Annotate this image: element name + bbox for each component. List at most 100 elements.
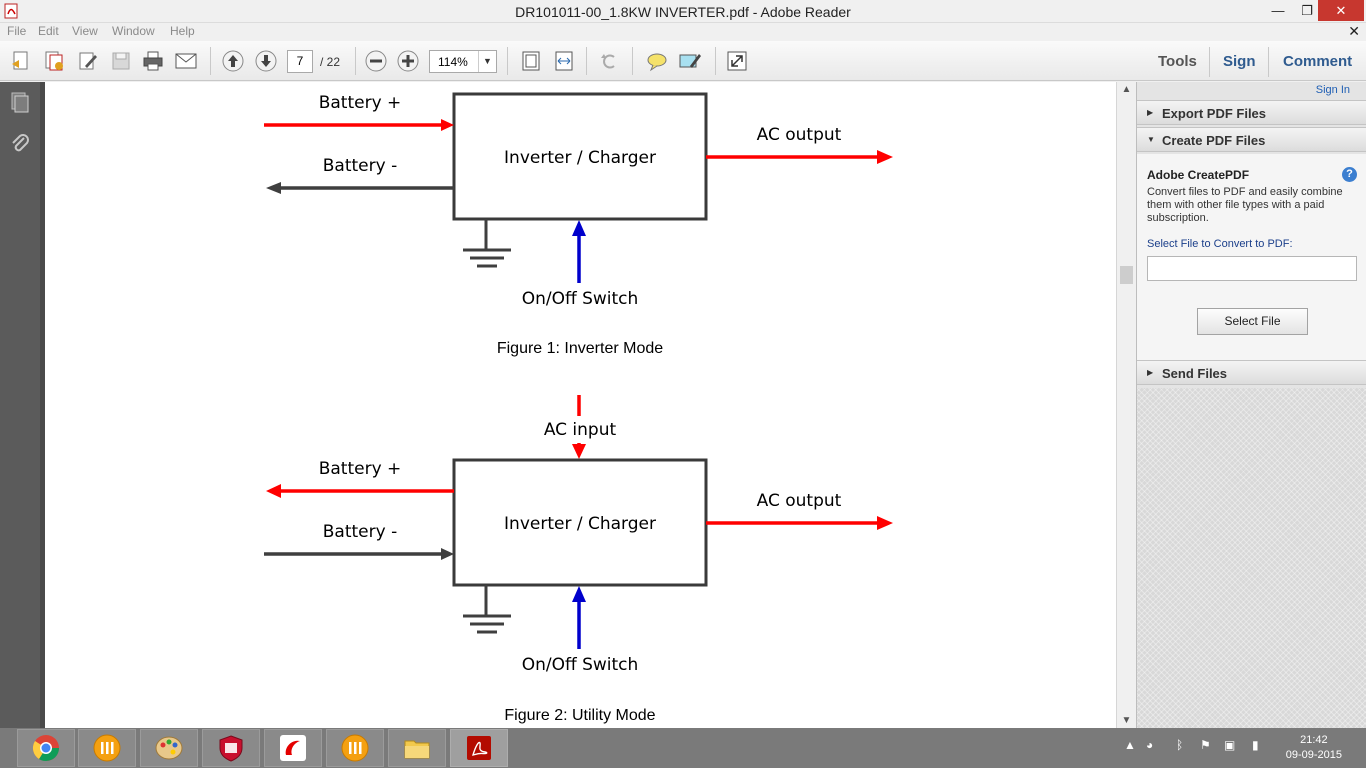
battery-plus-label: Battery + xyxy=(319,93,402,113)
page-thumbnails-icon[interactable] xyxy=(8,90,32,114)
send-files-label: Send Files xyxy=(1162,366,1228,381)
combine-files-icon[interactable] xyxy=(41,49,67,73)
menu-bar: File Edit View Window Help ✕ xyxy=(0,23,1366,41)
highlight-text-icon[interactable] xyxy=(677,49,703,73)
create-pdf-label: Create PDF Files xyxy=(1162,133,1266,148)
figure-1-caption: Figure 1: Inverter Mode xyxy=(497,340,663,357)
previous-page-icon[interactable] xyxy=(220,49,246,73)
switch-label-2: On/Off Switch xyxy=(522,655,639,675)
network-icon[interactable]: ▣ xyxy=(1224,738,1236,752)
expand-triangle-icon: ▶ xyxy=(1147,368,1154,377)
tab-sign[interactable]: Sign xyxy=(1223,53,1256,70)
navigation-pane xyxy=(0,82,40,728)
chrome-taskbar-icon[interactable] xyxy=(17,729,75,767)
menu-view[interactable]: View xyxy=(72,24,98,38)
ac-output-label: AC output xyxy=(757,125,842,145)
security-taskbar-icon[interactable] xyxy=(202,729,260,767)
zoom-in-icon[interactable] xyxy=(395,49,421,73)
menu-window[interactable]: Window xyxy=(112,24,155,38)
paint-taskbar-icon[interactable] xyxy=(140,729,198,767)
menu-edit[interactable]: Edit xyxy=(38,24,59,38)
figure-2-caption: Figure 2: Utility Mode xyxy=(504,707,655,724)
zoom-level-select[interactable]: 114% ▼ xyxy=(429,50,497,73)
ac-output-label-2: AC output xyxy=(757,491,842,511)
send-files-section[interactable]: ▶ Send Files xyxy=(1137,360,1366,385)
box-label-2: Inverter / Charger xyxy=(504,514,656,534)
box-label: Inverter / Charger xyxy=(504,148,656,168)
fullscreen-icon[interactable] xyxy=(724,49,750,73)
edit-document-icon[interactable] xyxy=(75,49,101,73)
zoom-out-icon[interactable] xyxy=(363,49,389,73)
window-title: DR101011-00_1.8KW INVERTER.pdf - Adobe R… xyxy=(515,4,851,20)
help-icon[interactable]: ? xyxy=(1342,167,1357,182)
collapse-triangle-icon: ▼ xyxy=(1147,135,1155,144)
menu-file[interactable]: File xyxy=(7,24,27,38)
create-pdf-icon[interactable] xyxy=(8,49,34,73)
app-taskbar-icon-orange-2[interactable] xyxy=(326,729,384,767)
restore-button[interactable]: ❐ xyxy=(1301,3,1313,18)
sign-in-link[interactable]: Sign In xyxy=(1315,84,1350,96)
expand-triangle-icon: ▶ xyxy=(1147,108,1154,117)
airtel-taskbar-icon[interactable] xyxy=(264,729,322,767)
tools-pane: Sign In ▶ Export PDF Files ▼ Create PDF … xyxy=(1136,82,1366,728)
fit-width-icon[interactable] xyxy=(551,49,577,73)
adobe-reader-app-icon[interactable] xyxy=(4,3,19,19)
figure-2-utility-mode: AC input Inverter / Charger Battery + Ba… xyxy=(264,395,893,724)
system-clock[interactable]: 21:42 09-09-2015 xyxy=(1286,733,1342,763)
page-total: / 22 xyxy=(320,55,341,69)
paint-tray-icon[interactable]: ◕ xyxy=(1146,738,1154,752)
battery-minus-label-2: Battery - xyxy=(323,522,397,542)
clock-date: 09-09-2015 xyxy=(1285,749,1342,761)
vertical-scrollbar[interactable]: ▲ ▼ xyxy=(1116,82,1135,728)
ground-symbol xyxy=(463,219,511,268)
clock-time: 21:42 xyxy=(1300,734,1328,746)
app-taskbar-icon-orange[interactable] xyxy=(78,729,136,767)
export-pdf-section[interactable]: ▶ Export PDF Files xyxy=(1137,100,1366,125)
zoom-value: 114% xyxy=(438,55,468,69)
close-document-icon[interactable]: ✕ xyxy=(1348,23,1360,39)
file-explorer-taskbar-icon[interactable] xyxy=(388,729,446,767)
create-pdf-panel: Adobe CreatePDF ? Convert files to PDF a… xyxy=(1137,154,1366,361)
create-pdf-section[interactable]: ▼ Create PDF Files xyxy=(1137,127,1366,152)
attachments-paperclip-icon[interactable] xyxy=(8,132,32,156)
title-bar: DR101011-00_1.8KW INVERTER.pdf - Adobe R… xyxy=(0,0,1366,23)
action-center-flag-icon[interactable]: ⚑ xyxy=(1200,738,1211,752)
battery-minus-label: Battery - xyxy=(323,156,397,176)
document-page[interactable]: Inverter / Charger Battery + Battery - A… xyxy=(45,82,1116,728)
menu-help[interactable]: Help xyxy=(170,24,195,38)
scroll-down-icon[interactable]: ▼ xyxy=(1121,715,1132,726)
figure-1-inverter-mode: Inverter / Charger Battery + Battery - A… xyxy=(264,92,893,357)
chevron-down-icon[interactable]: ▼ xyxy=(478,51,496,72)
tab-tools[interactable]: Tools xyxy=(1158,53,1197,70)
close-window-button[interactable]: ✕ xyxy=(1318,0,1364,21)
bluetooth-icon[interactable]: ᛒ xyxy=(1176,738,1184,752)
rotate-icon[interactable] xyxy=(596,49,622,73)
toolbar: 7 / 22 114% ▼ Tools Sign Comment xyxy=(0,41,1366,81)
email-icon[interactable] xyxy=(173,49,199,73)
minimize-button[interactable]: — xyxy=(1271,3,1285,18)
inverter-diagrams: Inverter / Charger Battery + Battery - A… xyxy=(264,92,893,724)
select-file-button[interactable]: Select File xyxy=(1197,308,1308,335)
page-number-input[interactable]: 7 xyxy=(287,50,313,73)
battery-icon[interactable]: ▮ xyxy=(1252,738,1259,752)
fit-page-icon[interactable] xyxy=(518,49,544,73)
show-hidden-icons-icon[interactable]: ▲ xyxy=(1124,738,1136,752)
export-pdf-label: Export PDF Files xyxy=(1162,106,1267,121)
create-pdf-title: Adobe CreatePDF xyxy=(1147,168,1250,182)
print-icon[interactable] xyxy=(140,49,166,73)
adobe-reader-taskbar-icon[interactable] xyxy=(450,729,508,767)
file-path-input[interactable] xyxy=(1147,256,1357,281)
battery-plus-label-2: Battery + xyxy=(319,459,402,479)
taskbar: ▲ ◕ ᛒ ⚑ ▣ ▮ 21:42 09-09-2015 xyxy=(0,728,1366,768)
switch-label: On/Off Switch xyxy=(522,289,639,309)
scroll-thumb[interactable] xyxy=(1120,266,1133,284)
save-icon[interactable] xyxy=(108,49,134,73)
next-page-icon[interactable] xyxy=(253,49,279,73)
sticky-note-icon[interactable] xyxy=(644,49,670,73)
ac-input-label: AC input xyxy=(544,420,617,440)
pane-background xyxy=(1137,388,1366,728)
scroll-up-icon[interactable]: ▲ xyxy=(1121,84,1132,95)
tab-comment[interactable]: Comment xyxy=(1283,53,1353,70)
select-file-label: Select File to Convert to PDF: xyxy=(1147,238,1293,250)
ground-symbol-2 xyxy=(463,585,511,634)
